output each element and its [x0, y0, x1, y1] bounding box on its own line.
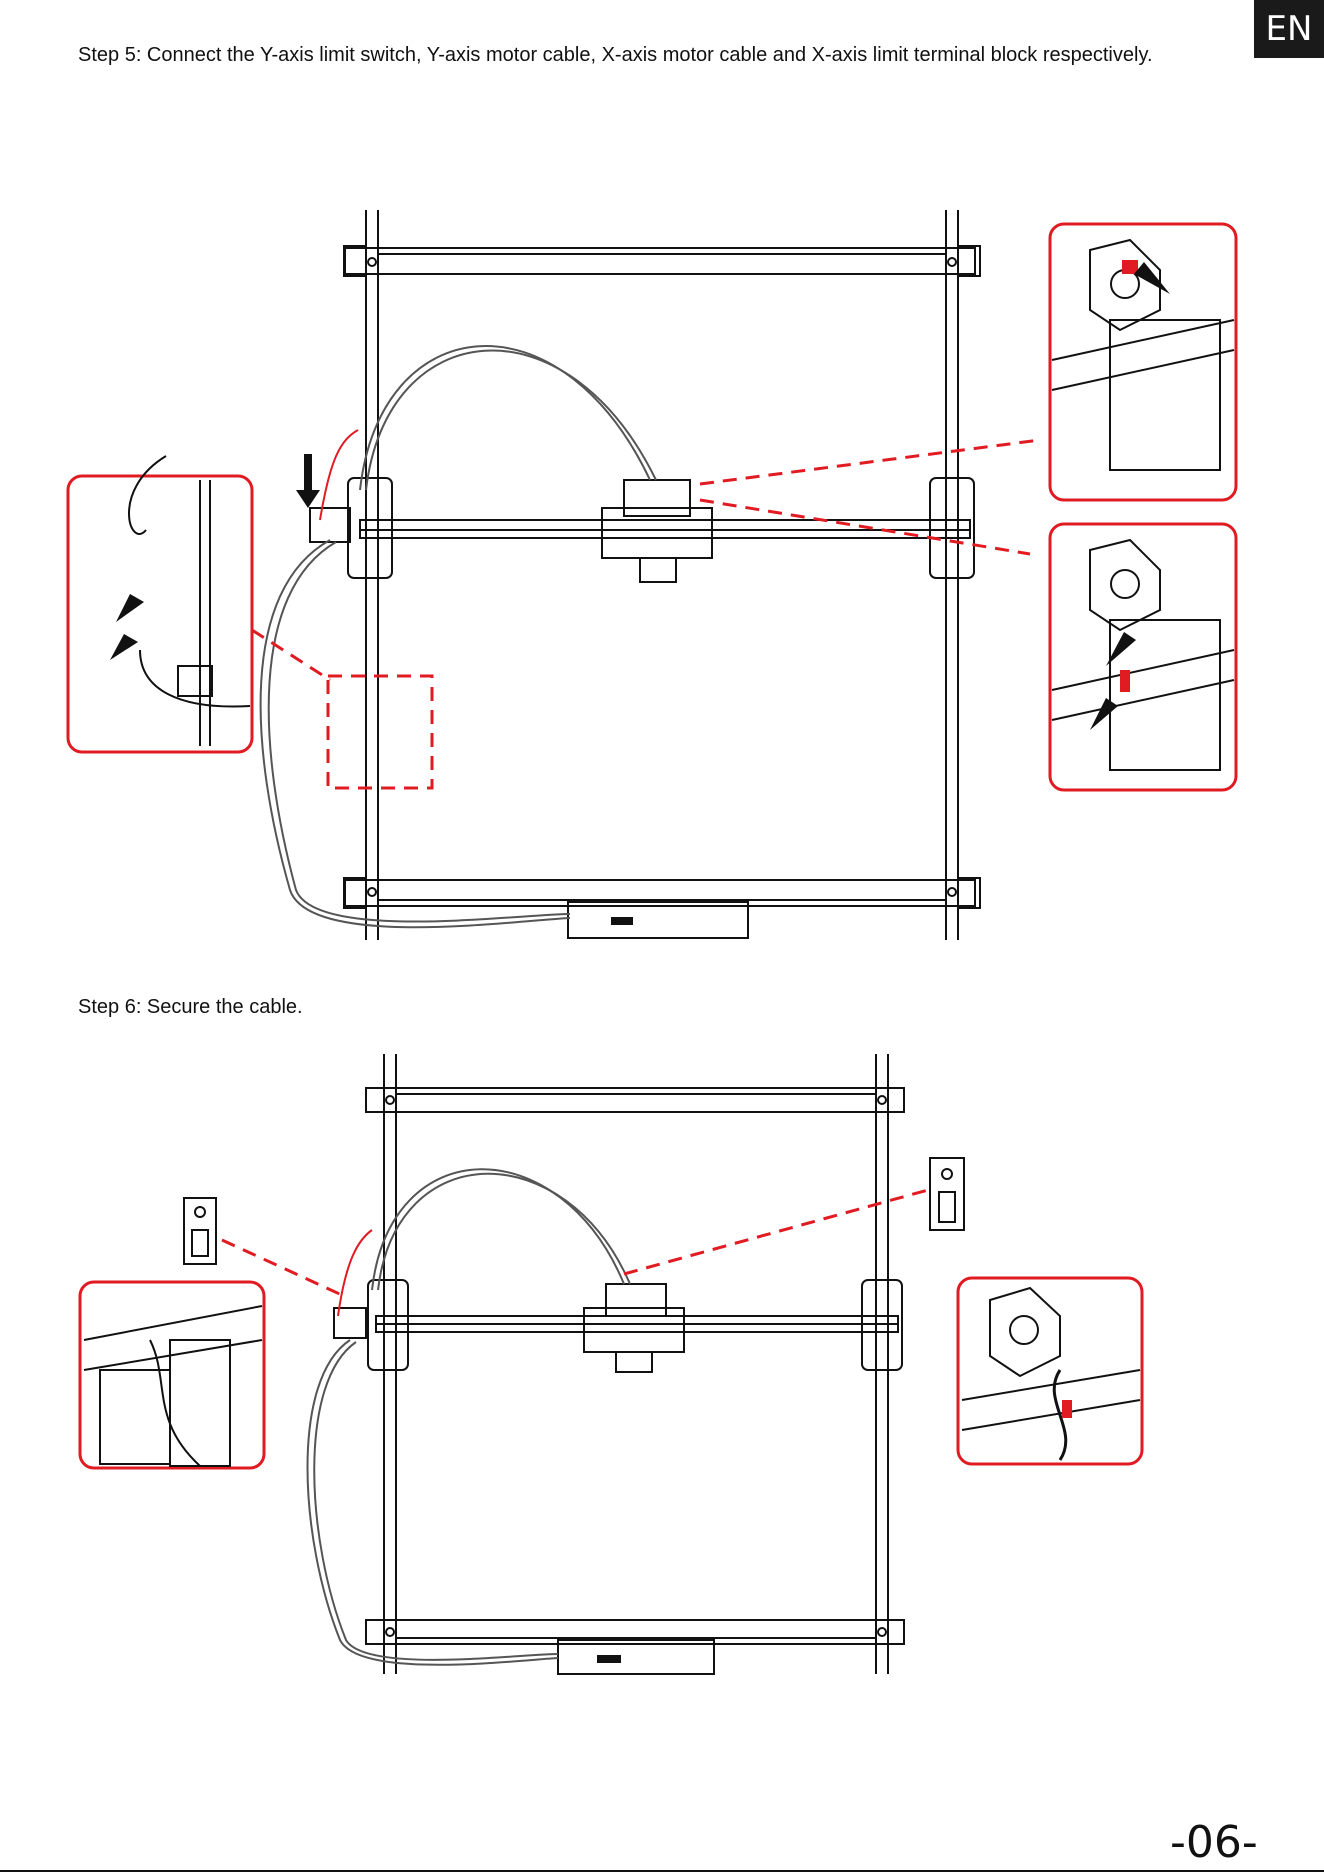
- callout-right-cable-secure: [958, 1278, 1142, 1464]
- step-6-illustration: [0, 1040, 1324, 1690]
- step-5-instruction: Step 5: Connect the Y-axis limit switch,…: [78, 38, 1178, 72]
- y-limit-wire: [320, 430, 358, 520]
- cable-clip-right: [930, 1158, 964, 1230]
- callout-x-axis-motor: [1050, 524, 1236, 790]
- step-6-instruction: Step 6: Secure the cable.: [78, 990, 303, 1024]
- machine-frame: [310, 210, 980, 940]
- insert-arrow-icon: [296, 454, 320, 508]
- callout-leaders: [222, 1190, 928, 1296]
- language-badge: EN: [1254, 0, 1324, 58]
- limit-wire: [338, 1230, 372, 1316]
- callout-y-limit-switch: [68, 456, 252, 752]
- callout-left-cable-secure: [80, 1282, 264, 1468]
- callout-y-axis-motor: [1050, 224, 1236, 500]
- cable-routing: [308, 1169, 631, 1665]
- callout-leaders: [252, 440, 1040, 788]
- cable-routing: [261, 346, 656, 927]
- machine-frame: [334, 1054, 904, 1674]
- step-5-illustration: [0, 190, 1324, 950]
- page-number: -06-: [1170, 1818, 1258, 1868]
- cable-clip-left: [184, 1198, 216, 1264]
